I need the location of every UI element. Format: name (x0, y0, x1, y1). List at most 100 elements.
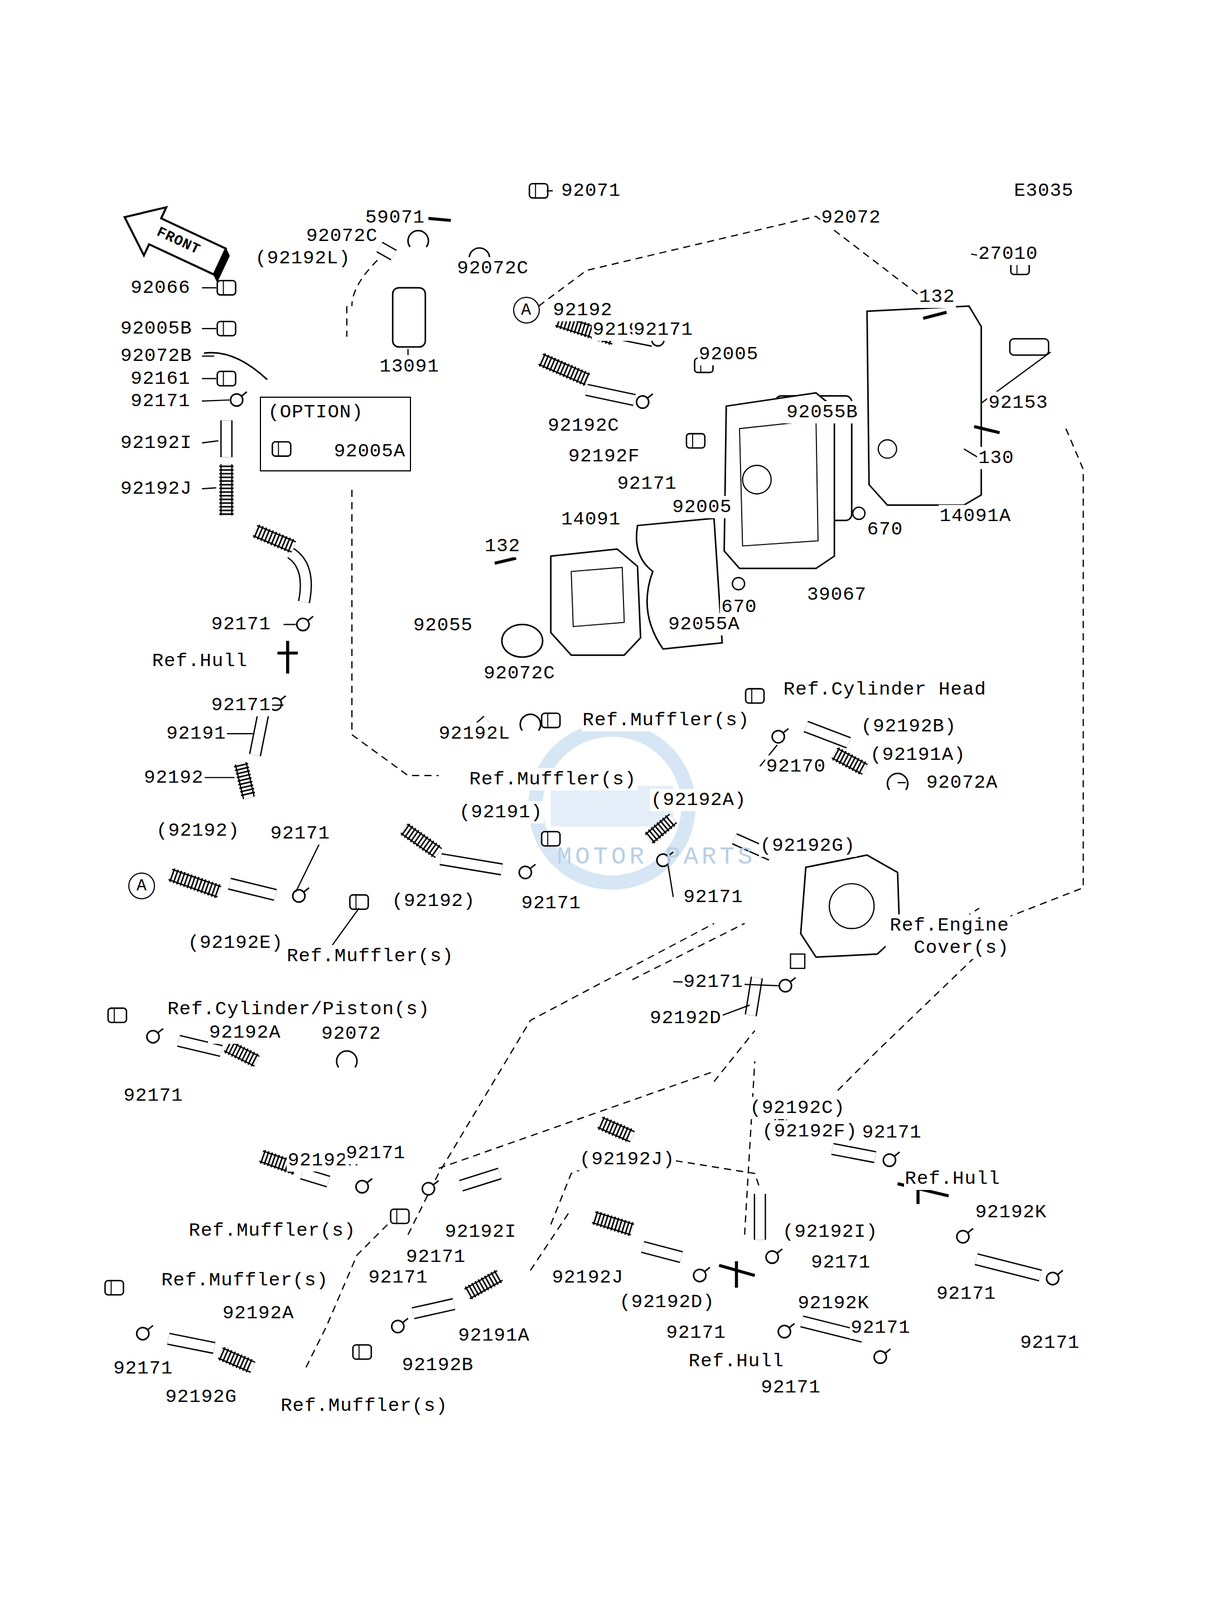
front-arrow-shade (211, 248, 231, 282)
hose-clamp (790, 977, 796, 981)
fitting (223, 371, 225, 386)
option-box: (OPTION) 92005A (259, 396, 412, 472)
spring-guard (237, 774, 251, 778)
hose-clamp (779, 979, 792, 992)
callout-number: 92191A (456, 1323, 531, 1347)
hose (301, 1172, 329, 1182)
callout-number: 92171 (404, 1245, 467, 1268)
spring-guard (662, 817, 672, 829)
hose (753, 1193, 767, 1240)
spring-guard (219, 498, 234, 501)
hose-clamp (433, 1180, 439, 1184)
callout-number: 92005B (119, 317, 193, 340)
hose-clamp (789, 1322, 795, 1327)
engine-cover (800, 854, 900, 957)
spring-guard (234, 763, 249, 767)
spring-guard (419, 836, 428, 849)
callout-number: 92171 (129, 389, 192, 413)
callout-number: 92171 (520, 891, 583, 915)
hose-clamp (136, 1327, 149, 1340)
reference-circle: A (128, 872, 156, 899)
spring-guard (607, 1215, 612, 1229)
bolt (922, 312, 947, 319)
hose (413, 1303, 454, 1313)
callout-number: (92192) (155, 819, 241, 842)
reference-note: Ref.Muffler(s) (187, 1219, 358, 1242)
spring-guard (600, 1212, 606, 1227)
spring-guard (665, 815, 675, 827)
spring-guard (219, 505, 234, 508)
fitting (529, 183, 548, 198)
hose-clamp (519, 866, 532, 879)
spring-guard (219, 501, 234, 504)
hose (805, 726, 849, 743)
spring-guard (235, 766, 250, 771)
hose-clamp (956, 1230, 970, 1243)
spring-guard (238, 781, 253, 785)
callout-number: (92192E) (186, 931, 285, 954)
callout-number: (92192C) (748, 1096, 847, 1119)
callout-number: 92055A (666, 612, 741, 636)
spring-guard (246, 1358, 253, 1372)
leader-line (201, 355, 215, 357)
callout-number: 92072C (305, 224, 379, 248)
part-number: 92005A (334, 440, 406, 463)
guide-line (744, 1060, 755, 1235)
callout-number: 92072A (925, 771, 999, 794)
callout-number: 92055 (412, 614, 475, 637)
cover-detail (742, 465, 772, 494)
callout-number: (92191) (457, 800, 544, 824)
spring-guard (625, 1220, 630, 1235)
circlip (520, 713, 541, 731)
fitting (745, 688, 765, 704)
front-arrow-label: FRONT (152, 223, 205, 259)
guide-line (713, 1030, 755, 1081)
callout-number: 92171 (344, 1141, 407, 1164)
bolt (494, 558, 516, 564)
callout-number: 92192I (443, 1220, 518, 1243)
leader-line (201, 440, 219, 443)
callout-number: 92191 (165, 722, 227, 745)
leader-line (201, 487, 217, 489)
hose-clamp (894, 1151, 900, 1156)
hose (586, 389, 635, 400)
option-heading: (OPTION) (267, 400, 364, 424)
watermark: MOTOR PARTS (556, 845, 757, 868)
hose (975, 1258, 1041, 1275)
fitting (547, 713, 549, 728)
hose (220, 420, 233, 458)
callout-number: (92191A) (868, 743, 967, 766)
hose-clamp (693, 1268, 707, 1281)
leader-line (201, 327, 217, 330)
callout-number: 92192J (550, 1265, 625, 1289)
fitting (541, 713, 560, 728)
fitting (223, 321, 225, 336)
callout-number: 92005 (670, 495, 733, 519)
callout-number: 132 (483, 534, 522, 558)
callout-number: 14091A (938, 504, 1013, 528)
callout-number: 92072B (119, 344, 193, 367)
fitting (353, 1344, 372, 1360)
callout-number: 92072C (456, 257, 530, 280)
hose (301, 1172, 329, 1182)
callout-number: 92192B (400, 1353, 475, 1376)
callout-number: 92072 (820, 206, 883, 229)
callout-number: 92171 (682, 885, 745, 908)
hose-clamp (402, 1317, 408, 1322)
reference-circle: A (513, 296, 540, 324)
engine-cover-detail (829, 883, 874, 928)
callout-number: 92192A (208, 1021, 282, 1044)
leader-line (897, 781, 907, 783)
leader-line (668, 864, 674, 897)
callout-number: 92171 (760, 1375, 823, 1399)
hose (642, 1246, 682, 1257)
rubber-block (392, 287, 426, 347)
hose-clamp (647, 393, 653, 398)
hose (461, 1172, 501, 1186)
callout-number: (92192) (390, 889, 477, 912)
spring-guard (656, 822, 666, 834)
spring-guard (410, 829, 419, 842)
callout-number: 92171 (935, 1282, 998, 1305)
spring-guard (219, 483, 234, 486)
guide-line (530, 1208, 572, 1270)
